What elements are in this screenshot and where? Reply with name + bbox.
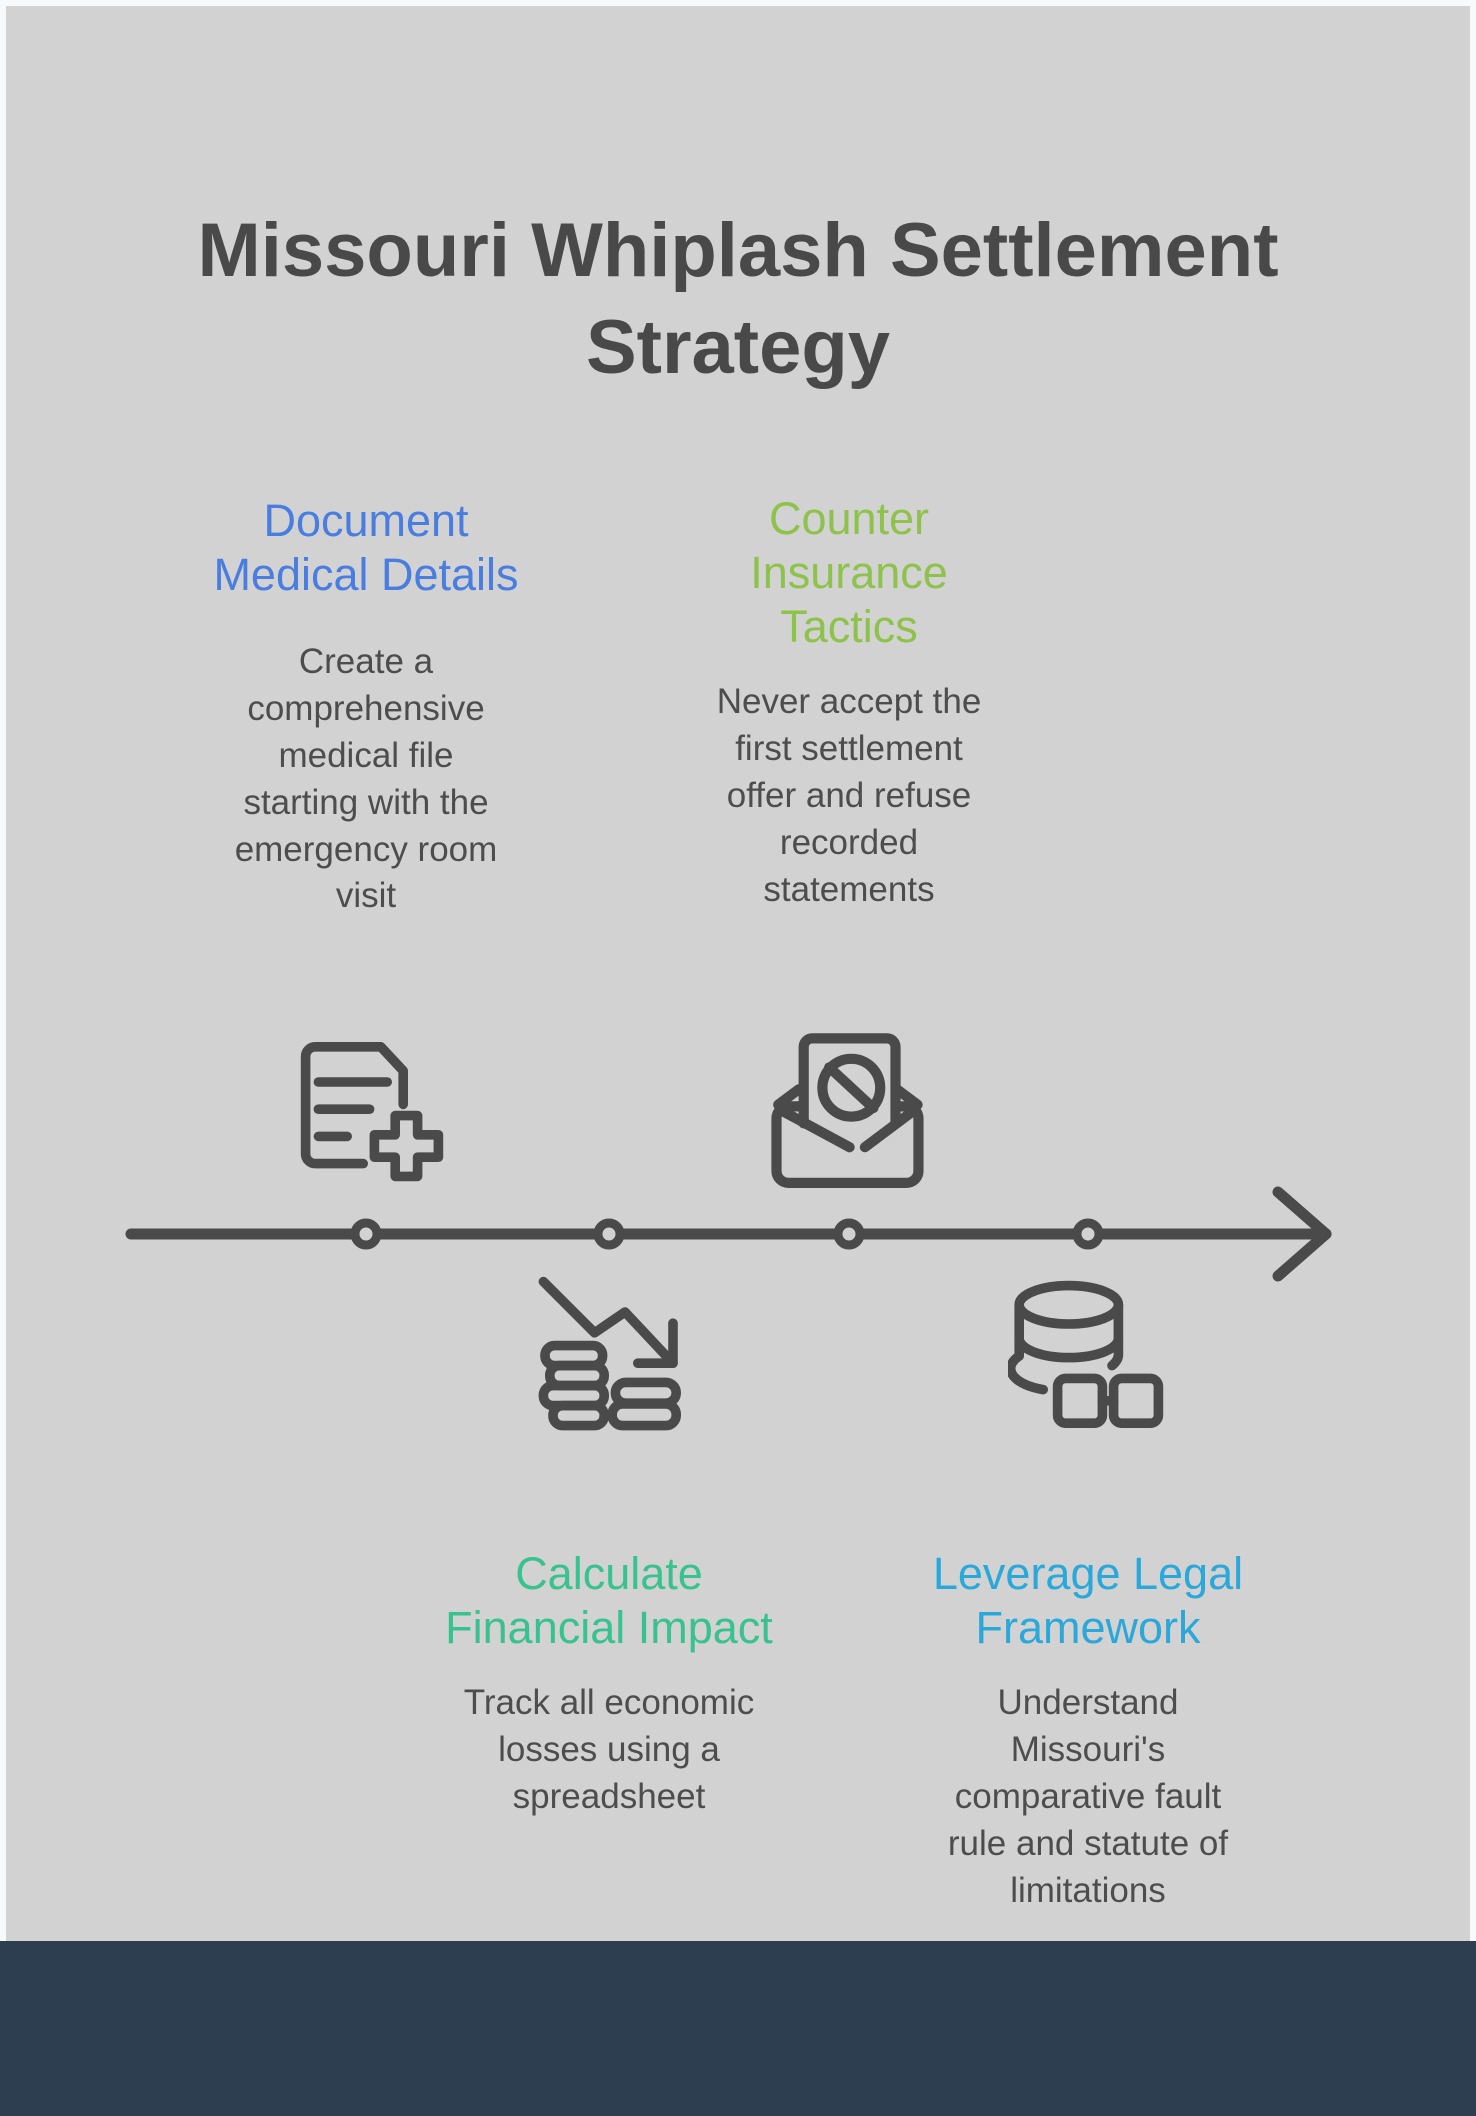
legal-database-icon [1008, 1268, 1168, 1428]
step-1-heading: Document Medical Details [213, 495, 519, 600]
timeline-node [593, 1218, 625, 1250]
step-1-description: Create a comprehensive medical file star… [234, 642, 498, 916]
footer-bar [0, 1941, 1476, 2116]
step-3-description: Track all economic losses using a spread… [463, 1683, 755, 1816]
infographic-canvas: Missouri Whiplash Settlement Strategy Do… [6, 6, 1470, 1941]
step-2-description: Never accept the first settlement offer … [716, 682, 982, 909]
timeline-node [833, 1218, 865, 1250]
blocked-mail-icon [768, 1018, 938, 1188]
timeline-node [350, 1218, 382, 1250]
document-plus-icon [288, 1026, 448, 1186]
timeline-node [1072, 1218, 1104, 1250]
declining-coins-icon [529, 1272, 689, 1432]
timeline-arrow [125, 1186, 1332, 1282]
step-2-heading: Counter Insurance Tactics [750, 493, 948, 652]
page-title: Missouri Whiplash Settlement Strategy [197, 208, 1279, 391]
step-4-description: Understand Missouri's comparative fault … [947, 1683, 1229, 1910]
step-4-heading: Leverage Legal Framework [932, 1548, 1244, 1653]
step-3-heading: Calculate Financial Impact [445, 1548, 773, 1653]
